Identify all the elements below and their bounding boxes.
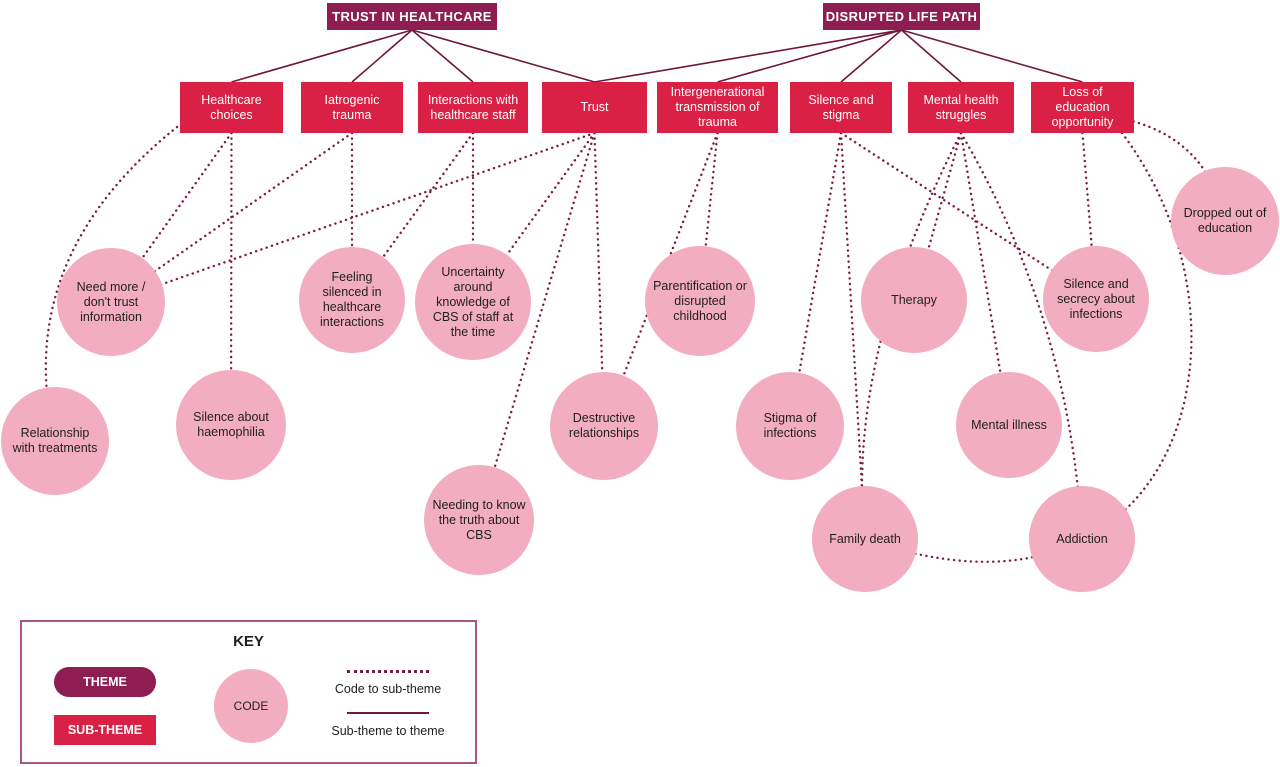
key-subtheme-sample: SUB-THEME (54, 715, 156, 745)
code-parentification-or-disrupted-childhood: Parentification or disrupted childhood (645, 246, 755, 356)
theme-trust-in-healthcare: TRUST IN HEALTHCARE (327, 3, 497, 30)
edge-code-s3-c12 (477, 131, 596, 522)
edge-theme-t1-s7 (901, 29, 1083, 83)
code-relationship-with-treatments: Relationship with treatments (1, 387, 109, 495)
subtheme-trust: Trust (542, 82, 647, 133)
code-family-death: Family death (812, 486, 918, 592)
code-therapy: Therapy (861, 247, 967, 353)
edge-theme-t0-s1 (351, 29, 413, 83)
code-addiction: Addiction (1029, 486, 1135, 592)
key-dotted-line-sample (347, 670, 429, 673)
edge-code-s5-c10 (788, 131, 843, 428)
edge-code-s3-c9 (593, 131, 606, 428)
edge-theme-t1-s5 (840, 29, 903, 83)
theme-disrupted-life-path: DISRUPTED LIFE PATH (823, 3, 980, 30)
edge-theme-t0-s2 (411, 29, 474, 83)
subtheme-intergenerational-transmission-of-trauma: Intergenerational transmission of trauma (657, 82, 778, 133)
key-theme-sample: THEME (54, 667, 156, 697)
key-dotted-line-label: Code to sub-theme (334, 682, 442, 696)
code-stigma-of-infections: Stigma of infections (736, 372, 844, 480)
code-silence-and-secrecy-about-infections: Silence and secrecy about infections (1043, 246, 1149, 352)
code-uncertainty-around-knowledge-of-cbs-of-staff-at-the-time: Uncertainty around knowledge of CBS of s… (415, 244, 531, 360)
edge-code-s7-c5 (1081, 131, 1098, 301)
key-solid-line-sample (347, 712, 429, 714)
key-solid-line-label: Sub-theme to theme (331, 724, 445, 738)
edge-code-s5-c5 (839, 131, 1098, 301)
key-title: KEY (233, 633, 264, 650)
subtheme-interactions-with-healthcare-staff: Interactions with healthcare staff (418, 82, 528, 133)
code-need-more-don-t-trust-information: Need more / don't trust information (57, 248, 165, 356)
edge-code-s2-c1 (350, 131, 475, 302)
edge-theme-t0-s0 (231, 29, 413, 83)
edge-code-s7-c13 (863, 131, 1193, 563)
code-dropped-out-of-education: Dropped out of education (1171, 167, 1279, 275)
code-feeling-silenced-in-healthcare-interactions: Feeling silenced in healthcare interacti… (299, 247, 405, 353)
subtheme-mental-health-struggles: Mental health struggles (908, 82, 1014, 133)
subtheme-iatrogenic-trauma: Iatrogenic trauma (301, 82, 403, 133)
edge-theme-t1-s3 (594, 29, 902, 83)
edge-code-s6-c14 (959, 131, 1084, 541)
code-mental-illness: Mental illness (956, 372, 1062, 478)
key-code-sample: CODE (214, 669, 288, 743)
subtheme-silence-and-stigma: Silence and stigma (790, 82, 892, 133)
subtheme-healthcare-choices: Healthcare choices (180, 82, 283, 133)
code-destructive-relationships: Destructive relationships (550, 372, 658, 480)
key-legend: KEY THEME SUB-THEME CODE Code to sub-the… (20, 620, 477, 764)
edge-code-s0-c8 (229, 131, 233, 427)
edge-theme-t1-s6 (900, 29, 962, 83)
edge-code-s5-c13 (839, 131, 867, 541)
code-silence-about-haemophilia: Silence about haemophilia (176, 370, 286, 480)
code-needing-to-know-the-truth-about-cbs: Needing to know the truth about CBS (424, 465, 534, 575)
subtheme-loss-of-education-opportunity: Loss of education opportunity (1031, 82, 1134, 133)
edge-code-s6-c13 (860, 131, 963, 541)
edge-theme-t0-s3 (411, 29, 595, 83)
edge-code-s3-c0 (109, 131, 596, 304)
edge-theme-t1-s4 (717, 29, 902, 83)
